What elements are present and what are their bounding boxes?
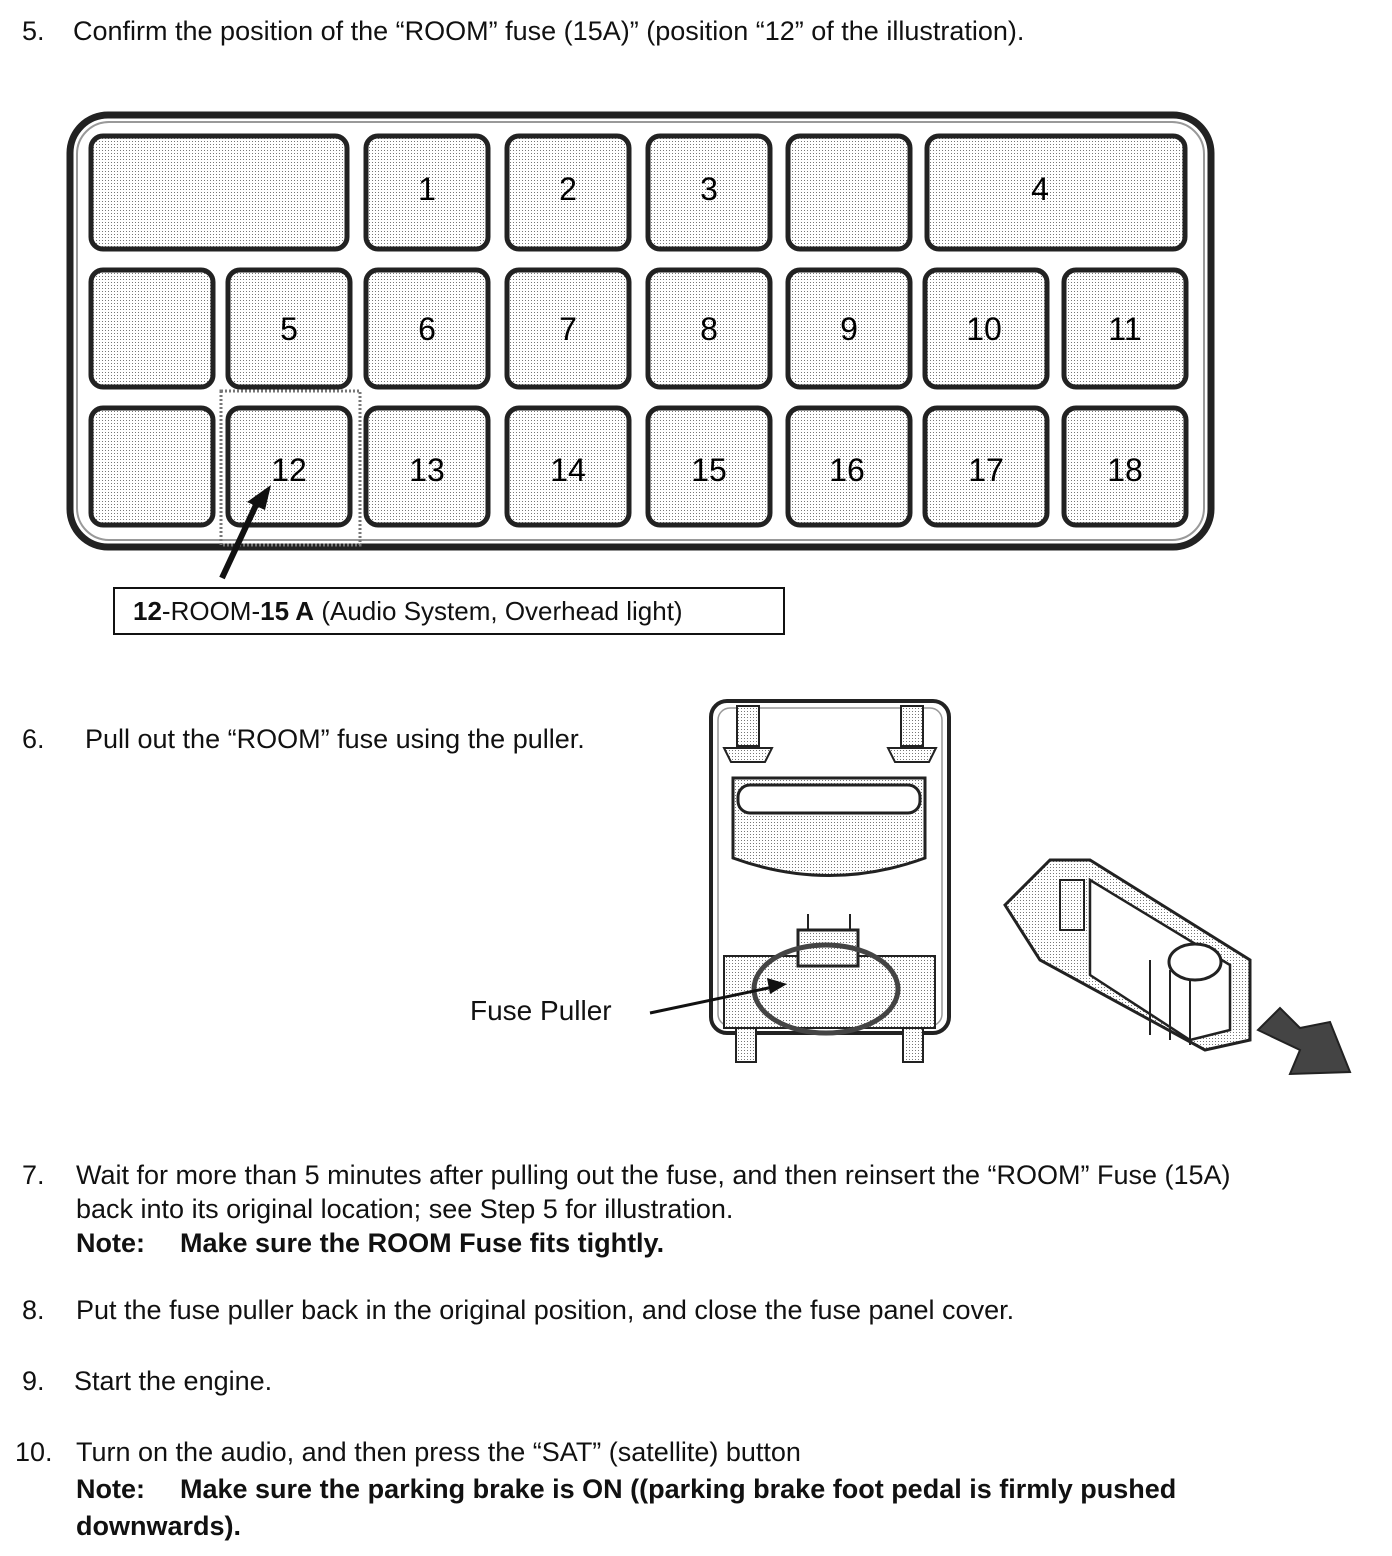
fuse-slot-16 — [785, 405, 913, 528]
fuse-slot-blank — [88, 133, 350, 252]
fuse-slot-blank — [88, 267, 216, 390]
fuse-label-13: 13 — [409, 452, 445, 488]
step-9-number: 9. — [22, 1366, 45, 1396]
fuse-slot-blank — [785, 133, 913, 252]
fuse-label-4: 4 — [1031, 171, 1049, 207]
fuse-slot-10 — [922, 267, 1050, 390]
fuse-12-arrow — [219, 485, 271, 580]
fuse-label-6: 6 — [418, 311, 436, 347]
pull-direction-arrow — [1256, 1006, 1352, 1076]
step-10-line-1: Turn on the audio, and then press the “S… — [76, 1437, 801, 1467]
fuse-label-10: 10 — [966, 311, 1002, 347]
step-8-text: Put the fuse puller back in the original… — [76, 1295, 1015, 1325]
fuse-label-9: 9 — [840, 311, 858, 347]
fuse-label-14: 14 — [550, 452, 586, 488]
step-10-note-line-1: Make sure the parking brake is ON ((park… — [180, 1474, 1177, 1504]
step-7-note-label: Note: — [76, 1228, 145, 1258]
step-7-line-2: back into its original location; see Ste… — [76, 1194, 734, 1224]
fuse-puller-label: Fuse Puller — [470, 995, 612, 1026]
fuse-row-2: 5 6 7 8 9 10 11 — [88, 267, 1189, 390]
fuse-slot-6 — [363, 267, 491, 390]
fuse-label-15: 15 — [691, 452, 727, 488]
step-7-line-1: Wait for more than 5 minutes after pulli… — [76, 1160, 1231, 1190]
fuse-slot-3 — [645, 133, 773, 252]
fuse-panel-cover-illustration — [709, 699, 951, 1063]
fuse-slot-11 — [1061, 267, 1189, 390]
fuse-label-2: 2 — [559, 171, 577, 207]
fuse-row-1: 1 2 3 4 — [88, 133, 1188, 252]
callout-position: 12 — [133, 596, 162, 626]
fuse-12-highlight — [219, 389, 362, 547]
fuse-slot-9 — [785, 267, 913, 390]
fuse-slot-2 — [504, 133, 632, 252]
fuse-slot-8 — [645, 267, 773, 390]
step-9-text: Start the engine. — [74, 1366, 273, 1396]
step-5-number: 5. — [22, 16, 45, 46]
fuse-slot-4 — [924, 133, 1188, 252]
step-7-number: 7. — [22, 1160, 45, 1190]
step-6-number: 6. — [22, 724, 45, 754]
fuse-label-11: 11 — [1108, 311, 1141, 347]
fuse-slot-17 — [922, 405, 1050, 528]
callout-room-label: -ROOM- — [161, 596, 261, 626]
fuse-puller-highlight — [751, 942, 901, 1036]
fuse-slot-5 — [225, 267, 353, 390]
step-5-text: Confirm the position of the “ROOM” fuse … — [73, 16, 1025, 46]
fuse-label-8: 8 — [700, 311, 718, 347]
fuse-slot-blank — [88, 405, 216, 528]
fuse-slot-15 — [645, 405, 773, 528]
fuse-label-1: 1 — [418, 171, 436, 207]
fuse-label-12: 12 — [271, 452, 307, 488]
fuse-box-housing — [66, 111, 1215, 551]
fuse-slot-7 — [504, 267, 632, 390]
step-10-note-line-2: downwards). — [76, 1511, 242, 1541]
fuse-label-7: 7 — [559, 311, 577, 347]
callout-description: (Audio System, Overhead light) — [314, 596, 683, 626]
step-8-number: 8. — [22, 1295, 45, 1325]
fuse-slot-18 — [1061, 405, 1189, 528]
fuse-slot-1 — [363, 133, 491, 252]
fuse-12-callout: 12-ROOM-15 A (Audio System, Overhead lig… — [113, 587, 785, 635]
step-10-note-label: Note: — [76, 1474, 145, 1504]
step-10-number: 10. — [15, 1437, 53, 1467]
step-7-note-text: Make sure the ROOM Fuse fits tightly. — [180, 1228, 665, 1258]
callout-amperage: 15 A — [260, 596, 315, 626]
fuse-label-18: 18 — [1107, 452, 1143, 488]
fuse-label-5: 5 — [280, 311, 298, 347]
fuse-label-16: 16 — [829, 452, 865, 488]
fuse-row-3: 12 13 14 15 16 17 18 — [88, 405, 1189, 528]
fuse-slot-14 — [504, 405, 632, 528]
step-6-text: Pull out the “ROOM” fuse using the pulle… — [85, 724, 585, 754]
fuse-label-17: 17 — [968, 452, 1004, 488]
fuse-slot-13 — [363, 405, 491, 528]
fuse-label-3: 3 — [700, 171, 718, 207]
fuse-puller-pointer — [649, 978, 787, 1015]
fuse-puller-tool-illustration — [1003, 858, 1352, 1076]
